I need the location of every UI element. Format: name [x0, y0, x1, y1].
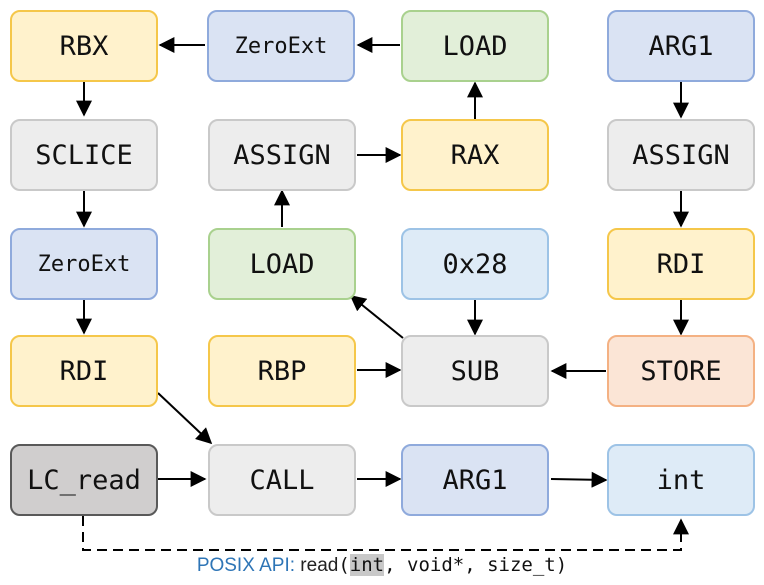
edge-rdi-to-call: [157, 392, 213, 445]
node-rbx: RBX: [10, 10, 158, 82]
node-rdi-left: RDI: [10, 335, 158, 407]
posix-api-arg-int: int: [349, 554, 385, 576]
posix-api-open-paren: (: [338, 554, 350, 576]
node-rax: RAX: [401, 119, 549, 191]
node-0x28: 0x28: [401, 228, 549, 300]
node-store: STORE: [607, 335, 755, 407]
node-arg1-bottom: ARG1: [401, 444, 549, 516]
node-rdi-right: RDI: [607, 228, 755, 300]
node-assign-mid: ASSIGN: [208, 119, 356, 191]
edge-sub-to-load: [349, 294, 404, 339]
posix-api-function: read: [295, 555, 339, 576]
node-load-top: LOAD: [401, 10, 549, 82]
node-zeroext-top: ZeroExt: [207, 10, 355, 82]
node-arg1-top: ARG1: [607, 10, 755, 82]
node-zeroext-left: ZeroExt: [10, 228, 158, 300]
posix-api-label: POSIX API: [196, 555, 290, 576]
node-load-mid: LOAD: [208, 228, 356, 300]
edge-arg1-to-int: [550, 471, 608, 488]
posix-api-rest-args: , void*, size_t: [384, 554, 556, 576]
node-lc-read: LC_read: [10, 444, 158, 516]
posix-api-colon: :: [289, 555, 296, 576]
node-sclice: SCLICE: [10, 119, 158, 191]
node-rbp: RBP: [208, 335, 356, 407]
node-sub: SUB: [401, 335, 549, 407]
node-int: int: [607, 444, 755, 516]
node-assign-right: ASSIGN: [607, 119, 755, 191]
posix-api-close-paren: ): [555, 554, 568, 576]
edge-lcread-to-int-dashed: [82, 516, 689, 551]
node-call: CALL: [208, 444, 356, 516]
posix-api-caption: POSIX API: read(int, void*, size_t): [0, 554, 764, 577]
